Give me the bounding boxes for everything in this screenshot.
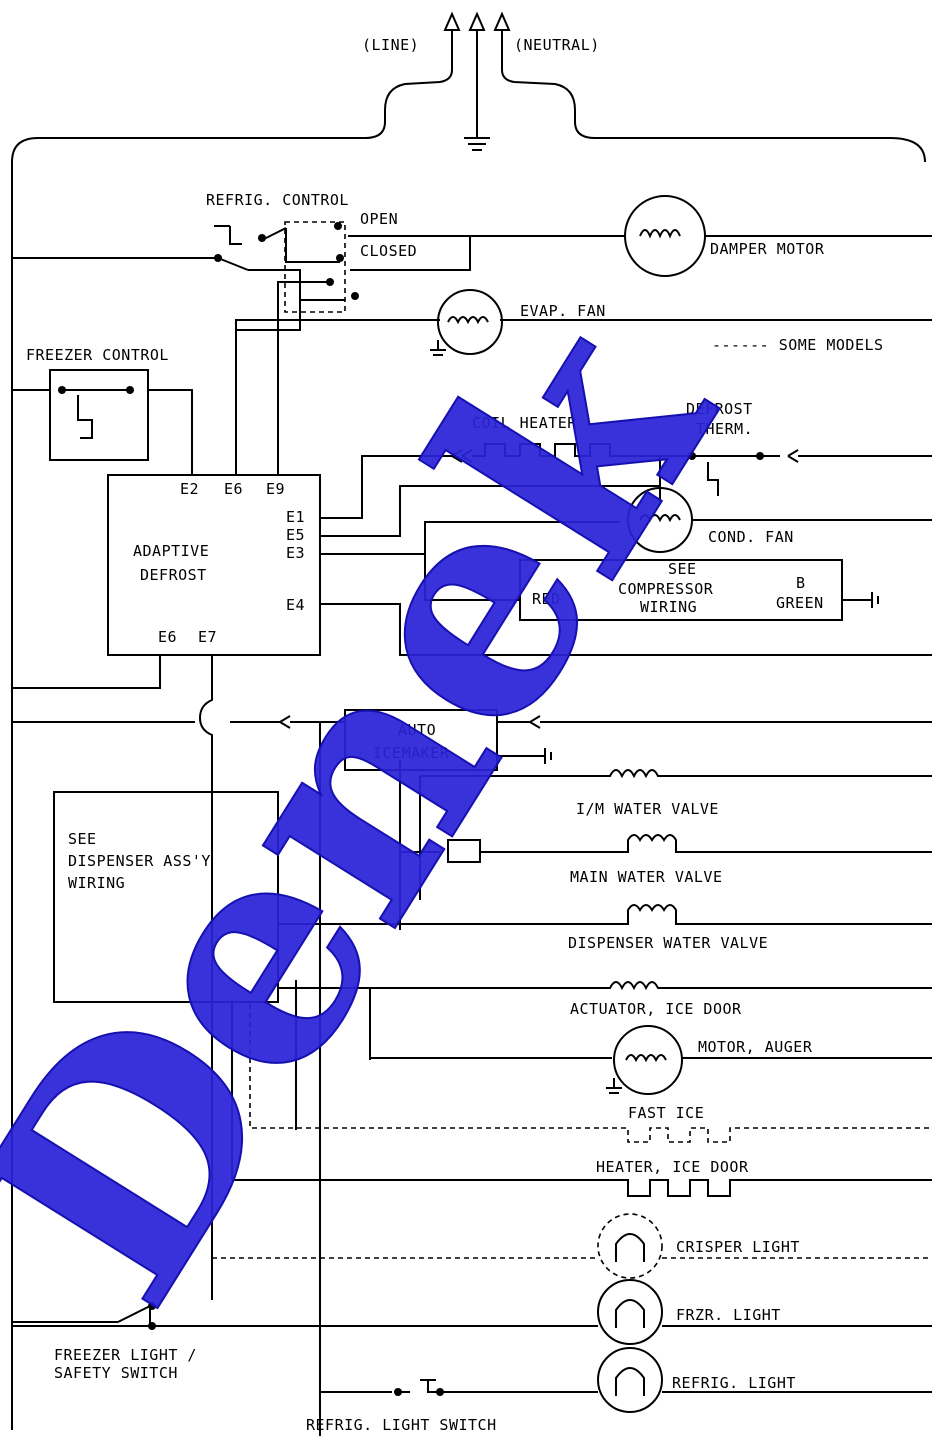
terminal-e6-bottom: E6	[158, 628, 177, 646]
icemaker-label-1: AUTO	[398, 721, 436, 739]
freezer-switch-label-2: SAFETY SWITCH	[54, 1364, 178, 1382]
damper-motor	[470, 195, 932, 277]
compressor-wiring-label: WIRING	[640, 598, 697, 616]
dispenser-assembly-box	[53, 791, 279, 1003]
freezer-light-label: FRZR. LIGHT	[676, 1306, 781, 1324]
fast-ice-label: FAST ICE	[628, 1104, 704, 1122]
condenser-fan	[320, 485, 932, 553]
heater-ice-door	[231, 1000, 932, 1197]
freezer-control	[12, 369, 193, 475]
terminal-e6-top: E6	[224, 480, 243, 498]
main-water-valve-label: MAIN WATER VALVE	[570, 868, 723, 886]
line-label: (LINE)	[362, 36, 419, 54]
b-terminal-label: B	[796, 574, 806, 592]
green-terminal-label: GREEN	[776, 594, 824, 612]
crisper-light-label: CRISPER LIGHT	[676, 1238, 800, 1256]
adaptive-defrost-board	[12, 474, 321, 1300]
terminal-e2: E2	[180, 480, 199, 498]
crisper-light	[212, 1213, 932, 1279]
im-water-valve	[419, 769, 932, 900]
refrig-light	[320, 1347, 932, 1413]
motor-auger	[370, 1025, 932, 1095]
compressor-wiring-box	[320, 521, 932, 656]
adaptive-defrost-label-1: ADAPTIVE	[133, 542, 209, 560]
compressor-see-label: SEE	[668, 560, 697, 578]
compressor-label: COMPRESSOR	[618, 580, 714, 598]
main-water-valve	[399, 760, 932, 930]
defrost-therm-label-1: DEFROST	[686, 400, 753, 418]
dispenser-label-3: WIRING	[68, 874, 125, 892]
actuator-ice-door-label: ACTUATOR, ICE DOOR	[570, 1000, 742, 1018]
motor-auger-label: MOTOR, AUGER	[698, 1038, 813, 1056]
dispenser-label-2: DISPENSER ASS'Y	[68, 852, 211, 870]
defrost-therm-label-2: THERM.	[696, 420, 753, 438]
heater-ice-door-label: HEATER, ICE DOOR	[596, 1158, 749, 1176]
fast-ice-heater	[249, 1004, 932, 1143]
some-models-note: ------ SOME MODELS	[712, 336, 884, 354]
freezer-light-safety-switch	[12, 1302, 156, 1330]
open-label: OPEN	[360, 210, 398, 228]
refrig-light-label: REFRIG. LIGHT	[672, 1374, 796, 1392]
freezer-control-label: FREEZER CONTROL	[26, 346, 169, 364]
refrig-light-switch-label: REFRIG. LIGHT SWITCH	[306, 1416, 497, 1434]
coil-heater-label: COIL HEATER	[472, 414, 577, 432]
evap-fan	[235, 289, 932, 356]
red-terminal-label: RED	[532, 590, 561, 608]
terminal-e9: E9	[266, 480, 285, 498]
freezer-switch-label-1: FREEZER LIGHT /	[54, 1346, 197, 1364]
refrig-control-switch	[12, 221, 471, 475]
adaptive-defrost-label-2: DEFROST	[140, 566, 207, 584]
dispenser-label-1: SEE	[68, 830, 97, 848]
power-plug	[11, 11, 926, 1430]
closed-label: CLOSED	[360, 242, 417, 260]
dispenser-water-valve-label: DISPENSER WATER VALVE	[568, 934, 768, 952]
freezer-light	[12, 1279, 932, 1345]
terminal-e5: E5	[286, 526, 305, 544]
refrig-control-label: REFRIG. CONTROL	[206, 191, 349, 209]
terminal-e1: E1	[286, 508, 305, 526]
terminal-e4: E4	[286, 596, 305, 614]
auto-icemaker	[12, 709, 932, 1436]
evap-fan-label: EVAP. FAN	[520, 302, 606, 320]
cond-fan-label: COND. FAN	[708, 528, 794, 546]
coil-heater	[320, 443, 932, 519]
icemaker-label-2: ICEMAKER	[373, 744, 450, 762]
dispenser-water-valve	[278, 904, 932, 925]
terminal-e7: E7	[198, 628, 217, 646]
neutral-label: (NEUTRAL)	[514, 36, 600, 54]
im-water-valve-label: I/M WATER VALVE	[576, 800, 719, 818]
actuator-ice-door	[278, 980, 932, 1130]
terminal-e3: E3	[286, 544, 305, 562]
damper-motor-label: DAMPER MOTOR	[710, 240, 825, 258]
refrig-light-switch	[394, 1379, 444, 1396]
